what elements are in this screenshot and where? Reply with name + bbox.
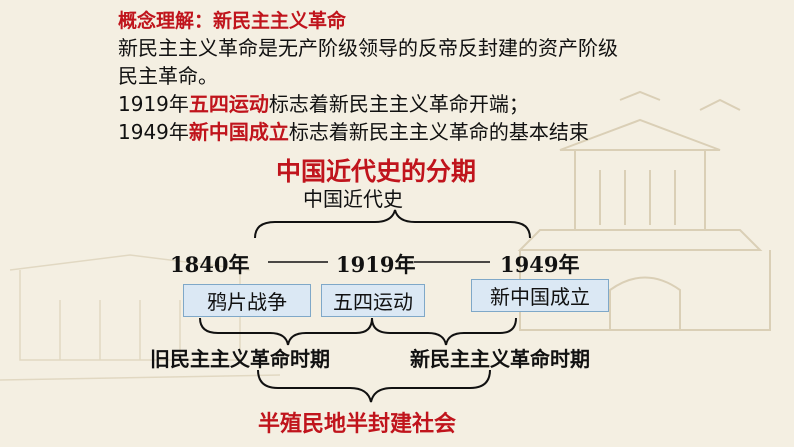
start-event: 五四运动	[188, 92, 269, 116]
concept-definition-line-1: 新民主主义革命是无产阶级领导的反帝反封建的资产阶级	[118, 36, 618, 60]
event-box-new-china: 新中国成立	[471, 279, 609, 312]
old-democratic-revolution-period: 旧民主主义革命时期	[150, 347, 330, 371]
end-event: 新中国成立	[188, 120, 289, 144]
new-period-brace	[371, 317, 517, 346]
society-brace	[257, 369, 491, 403]
event-box-opium-war: 鸦片战争	[183, 284, 311, 317]
diagram-subtitle: 中国近代史	[303, 187, 403, 211]
end-description: 标志着新民主主义革命的基本结束	[288, 120, 589, 144]
concept-end-line: 1949年新中国成立标志着新民主主义革命的基本结束	[118, 119, 589, 145]
end-year: 1949年	[118, 120, 189, 144]
concept-heading: 概念理解：新民主主义革命	[118, 10, 347, 32]
concept-start-line: 1919年五四运动标志着新民主主义革命开端；	[118, 91, 529, 117]
event-box-may-fourth: 五四运动	[321, 284, 425, 317]
year-1949: 1949年	[500, 252, 580, 277]
concept-definition-line-2: 民主革命。	[118, 64, 218, 88]
new-democratic-revolution-period: 新民主主义革命时期	[410, 347, 590, 371]
diagram-title: 中国近代史的分期	[276, 157, 477, 186]
semi-colonial-semi-feudal-society: 半殖民地半封建社会	[258, 412, 457, 437]
start-year: 1919年	[118, 92, 189, 116]
year-1840: 1840年	[170, 252, 250, 277]
top-brace	[254, 209, 531, 239]
old-period-brace	[199, 317, 373, 346]
year-1919: 1919年	[336, 252, 416, 277]
start-description: 标志着新民主主义革命开端；	[268, 92, 529, 116]
